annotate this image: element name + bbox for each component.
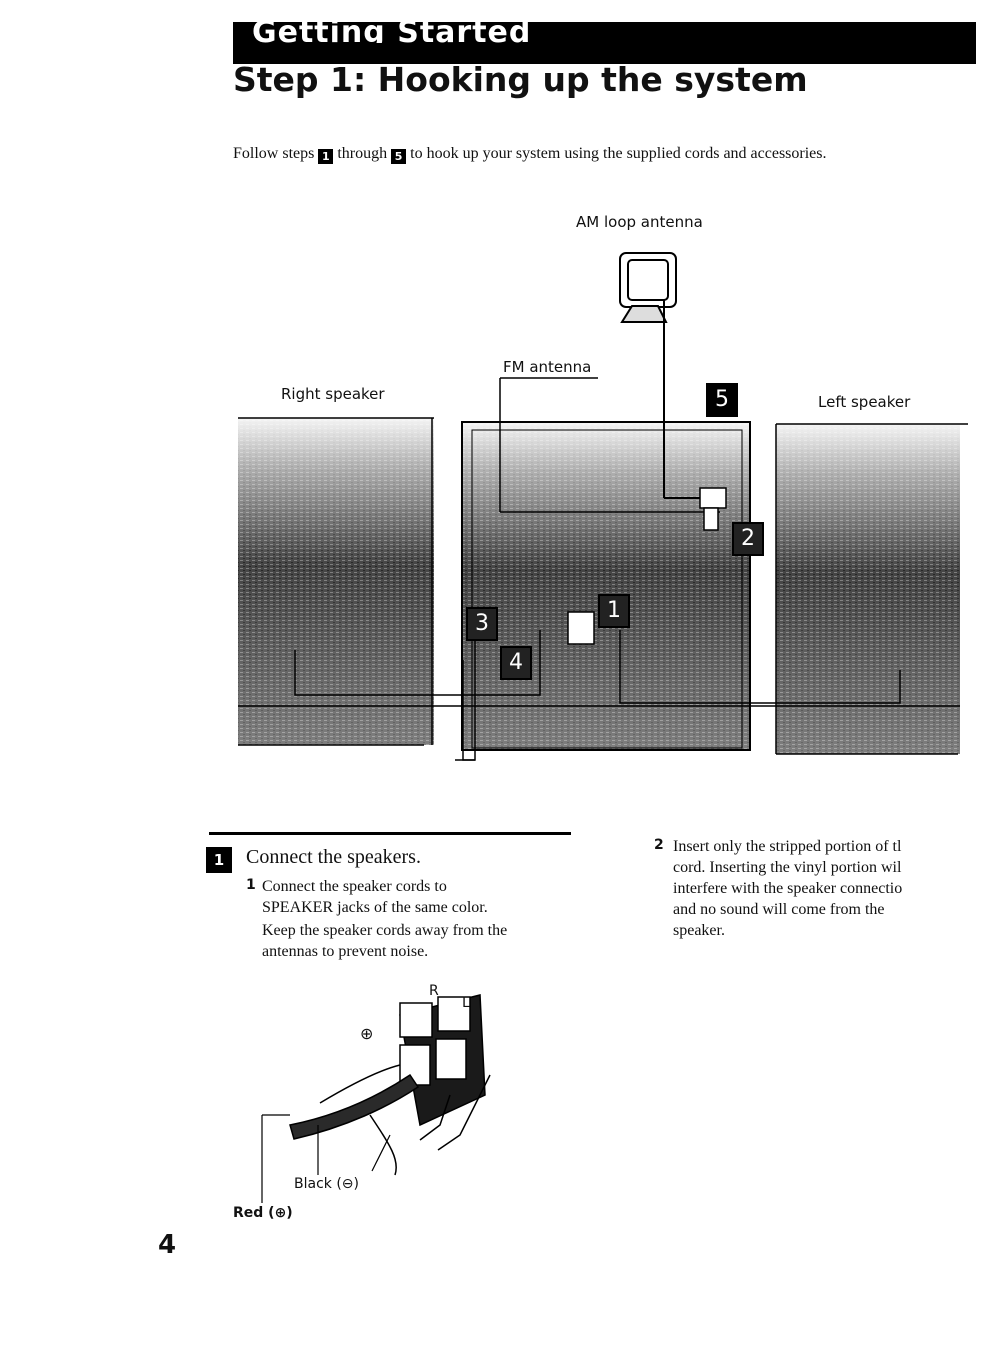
item-1-note-b: antennas to prevent noise. — [262, 943, 429, 960]
step-1-square-icon: 1 — [318, 149, 334, 164]
speaker-jack-icon — [567, 611, 595, 645]
diagram-marker-2: 2 — [732, 522, 764, 556]
speaker-cords — [238, 630, 960, 761]
diagram-marker-3: 3 — [466, 607, 498, 641]
item-2-line-4: and no sound will come from the — [673, 901, 885, 918]
section-label: Getting Started — [252, 15, 532, 50]
diagram-marker-1: 1 — [598, 594, 630, 628]
step-1-heading: Connect the speakers. — [246, 846, 421, 868]
hookup-diagram — [238, 252, 968, 761]
item-2-line-3: interfere with the speaker connectio — [673, 880, 903, 897]
left-speaker-label: Left speaker — [818, 393, 911, 411]
diagram-marker-4: 4 — [500, 646, 532, 680]
right-speaker — [238, 417, 434, 746]
item-2-line-5: speaker. — [673, 922, 725, 939]
intro-text: Follow steps 1 through 5 to hook up your… — [233, 145, 993, 164]
item-1-note-a: Keep the speaker cords away from the — [262, 922, 508, 939]
red-wire-label: Red (⊕) — [233, 1205, 293, 1221]
item-1-text: Connect the speaker cords to SPEAKER jac… — [262, 876, 507, 962]
item-2-number: 2 — [654, 837, 664, 853]
page-title: Step 1: Hooking up the system — [233, 60, 808, 99]
section-divider — [209, 832, 571, 835]
terminal-label-r: R — [429, 983, 439, 999]
intro-part3: to hook up your system using the supplie… — [410, 145, 827, 162]
fm-antenna-wire — [499, 377, 720, 513]
item-1-number: 1 — [246, 877, 256, 893]
antenna-jack-icon — [699, 487, 727, 531]
item-1-line-a: Connect the speaker cords to — [262, 878, 447, 895]
left-speaker — [775, 423, 968, 755]
section-header-bar — [233, 22, 976, 64]
diagram-marker-5: 5 — [706, 383, 738, 417]
intro-part1: Follow steps — [233, 145, 315, 162]
item-2-line-2: cord. Inserting the vinyl portion wil — [673, 859, 902, 876]
item-1-line-b: SPEAKER jacks of the same color. — [262, 899, 488, 916]
am-loop-antenna-icon — [619, 252, 705, 499]
black-wire-label: Black (⊖) — [294, 1176, 359, 1192]
right-speaker-label: Right speaker — [281, 385, 385, 403]
am-antenna-label: AM loop antenna — [576, 213, 703, 231]
step-5-square-icon: 5 — [391, 149, 407, 164]
step-1-number-icon: 1 — [206, 847, 232, 873]
item-2-text: Insert only the stripped portion of tl c… — [673, 836, 963, 941]
plus-terminal-icon: ⊕ — [360, 1024, 374, 1043]
fm-antenna-label: FM antenna — [503, 358, 592, 376]
page-number: 4 — [158, 1230, 177, 1260]
intro-part2: through — [337, 145, 388, 162]
main-unit — [461, 421, 751, 751]
item-2-line-1: Insert only the stripped portion of tl — [673, 838, 902, 855]
speaker-terminal-illustration — [261, 994, 491, 1203]
terminal-label-l: L — [462, 995, 470, 1011]
